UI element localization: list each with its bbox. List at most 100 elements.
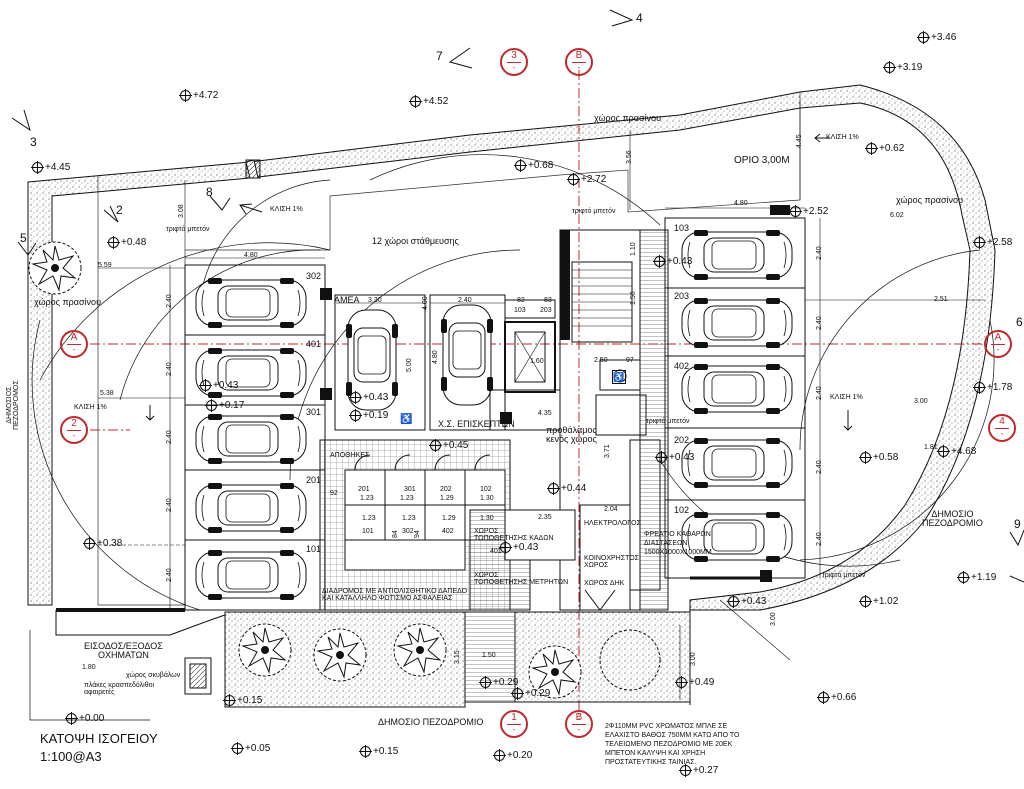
stall-number: 301 (306, 407, 322, 417)
public-sidewalk-bottom-label: ΔΗΜΟΣΙΟ ΠΕΖΟΔΡΟΜΙΟ (378, 717, 484, 727)
level-mark: +0.62 (865, 142, 904, 155)
stall-number: 101 (306, 544, 322, 554)
stall-number: 201 (306, 475, 322, 485)
level-cross-icon (179, 89, 192, 102)
stall-number: 103 (674, 223, 690, 233)
level-cross-icon (349, 409, 362, 422)
level-mark: +0.43 (655, 451, 694, 464)
level-mark: +2.58 (973, 236, 1012, 249)
electric-room-label: ΗΛΕΚΤΡΟΛΟΓΟΣ (584, 520, 641, 527)
storage-number: 302 (402, 528, 414, 535)
level-cross-icon (83, 537, 96, 550)
dimension: 92 (330, 490, 338, 497)
dimension: 3.08 (178, 204, 185, 218)
level-mark: +3.19 (883, 61, 922, 74)
level-cross-icon (31, 161, 44, 174)
storage-number: 101 (362, 528, 374, 535)
grid-bubble-1-bottom: 1- (500, 710, 528, 738)
level-cross-icon (499, 541, 512, 554)
level-cross-icon (859, 595, 872, 608)
level-cross-icon (493, 749, 506, 762)
storage-area: 1.23 (402, 515, 416, 522)
wall-finish-label: τριφτό μπετόν (822, 572, 866, 579)
dimension: 2.40 (458, 297, 472, 304)
level-cross-icon (107, 236, 120, 249)
vehicle-entrance-label: ΕΙΣΟΔΟΣ/ΕΞΟΔΟΣ ΟΧΗΜΑΤΩΝ (84, 641, 163, 660)
grid-bubble-b-top: B- (565, 48, 593, 76)
dek-room-label: ΧΩΡΟΣ ΔΗΚ (584, 580, 625, 587)
storage-number: 102 (480, 486, 492, 493)
storage-number: 402 (442, 528, 454, 535)
dimension: 2.40 (816, 532, 823, 546)
dimension: 4.80 (244, 252, 258, 259)
level-cross-icon (514, 159, 527, 172)
dimension: 4.80 (734, 200, 748, 207)
storage-number: 301 (404, 486, 416, 493)
dimension: 1.10 (630, 242, 637, 256)
stall-number: 102 (674, 505, 690, 515)
corridor-label: ΔΙΑΔΡΟΜΟΣ ΜΕ ΑΝΤΙΟΛΙΣΘΗΤΙΚΟ ΔΑΠΕΔΟ ΚΑΙ Κ… (322, 588, 468, 602)
grid-bubble-2-left: 2- (60, 416, 88, 444)
level-cross-icon (675, 676, 688, 689)
dimension: 3.56 (626, 150, 633, 164)
meters-area-label: ΧΩΡΟΣ ΤΟΠΟΘΕΤΗΣΗΣ ΜΕΤΡΗΤΩΝ (474, 572, 569, 586)
dimension: 4.00 (422, 296, 429, 310)
level-cross-icon (359, 745, 372, 758)
public-sidewalk-right-label: ΔΗΜΟΣΙΟ ΠΕΖΟΔΡΟΜΙΟ (922, 509, 983, 528)
accessibility-icon: ♿ (612, 370, 626, 384)
level-mark: +0.68 (514, 159, 553, 172)
level-cross-icon (479, 676, 492, 689)
slope-label: ΚΛΙΣΗ 1% (830, 394, 863, 401)
manhole-label: ΦΡΕΑΤΙΟ ΚΑΘΑΡΩΝ ΔΙΑΣΤΑΣΕΩΝ 1500Χ1000Χ100… (644, 531, 712, 556)
dimension: 94 (414, 530, 421, 538)
slope-label: ΚΛΙΣΗ 1% (826, 134, 859, 141)
level-mark: +0.20 (493, 749, 532, 762)
dimension: 3.00 (914, 398, 928, 405)
level-mark: +0.43 (653, 255, 692, 268)
dimension: 2.40 (816, 386, 823, 400)
grid-bubble-a-left: A- (60, 330, 88, 358)
level-cross-icon (199, 379, 212, 392)
storage-area: 1.23 (360, 495, 374, 502)
dimension: 3.00 (690, 652, 697, 666)
level-mark: +4.52 (409, 95, 448, 108)
storage-number: 401 (490, 548, 502, 555)
level-cross-icon (789, 205, 802, 218)
stall-number: 203 (674, 291, 690, 301)
dimension: 1.80 (82, 664, 96, 671)
storage-area: 1.30 (480, 515, 494, 522)
visitor-parking-label: Χ.Σ. ΕΠΙΣΚΕΠΤΩΝ (438, 419, 515, 429)
public-sidewalk-left-label: ΔΗΜΟΣΙΟΣ ΠΕΖΟΔΡΟΜΟΣ (6, 380, 20, 430)
level-cross-icon (547, 482, 560, 495)
dimension: 82 (517, 297, 525, 304)
storage-area: 1.23 (400, 495, 414, 502)
level-cross-icon (883, 61, 896, 74)
level-mark: +0.43 (499, 541, 538, 554)
parking-count-label: 12 χώροι στάθμευσης (372, 236, 459, 246)
level-cross-icon (957, 571, 970, 584)
grid-bubble-3-top: 3- (500, 48, 528, 76)
level-mark: +0.05 (231, 742, 270, 755)
level-mark: +0.29 (479, 676, 518, 689)
level-cross-icon (865, 142, 878, 155)
storage-number: 202 (440, 486, 452, 493)
level-mark: +0.58 (859, 451, 898, 464)
level-cross-icon (655, 451, 668, 464)
small-space-number: 103 (514, 307, 526, 314)
level-mark: +0.43 (349, 391, 388, 404)
level-cross-icon (65, 712, 78, 725)
dimension: 6.02 (890, 212, 904, 219)
level-cross-icon (231, 742, 244, 755)
dimension: 2.40 (166, 430, 173, 444)
level-mark: +0.00 (65, 712, 104, 725)
level-mark: +0.15 (223, 694, 262, 707)
dimension: 4.80 (432, 350, 439, 364)
section-mark-3: 3 (30, 135, 37, 149)
bins-area-label: ΧΩΡΟΣ ΤΟΠΟΘΕΤΗΣΗΣ ΚΑΔΩΝ (474, 528, 554, 542)
lobby-label: προθάλαμος κενός χώρος (546, 425, 597, 444)
wall-finish-label: τριφτό μπετόν (646, 418, 690, 425)
pipe-note: 2Φ110ΜΜ PVC ΧΡΩΜΑΤΟΣ ΜΠΛΕ ΣΕ ΕΛΑΧΙΣΤΟ ΒΑ… (605, 723, 740, 766)
level-mark: +1.02 (859, 595, 898, 608)
dimension: 2.04 (604, 506, 618, 513)
